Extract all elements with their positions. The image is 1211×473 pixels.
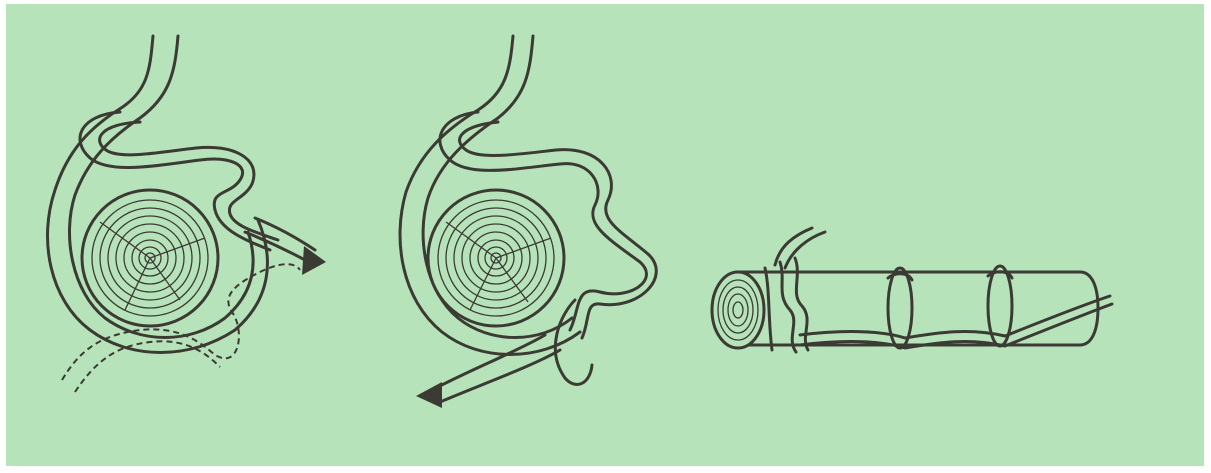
panel-step-3 [712, 228, 1112, 352]
panel-step-2 [400, 36, 656, 408]
panel-step-1 [48, 36, 326, 392]
direction-arrow-icon [416, 382, 442, 408]
log-end [712, 272, 764, 348]
dashed-rope-path-inner [75, 341, 220, 392]
